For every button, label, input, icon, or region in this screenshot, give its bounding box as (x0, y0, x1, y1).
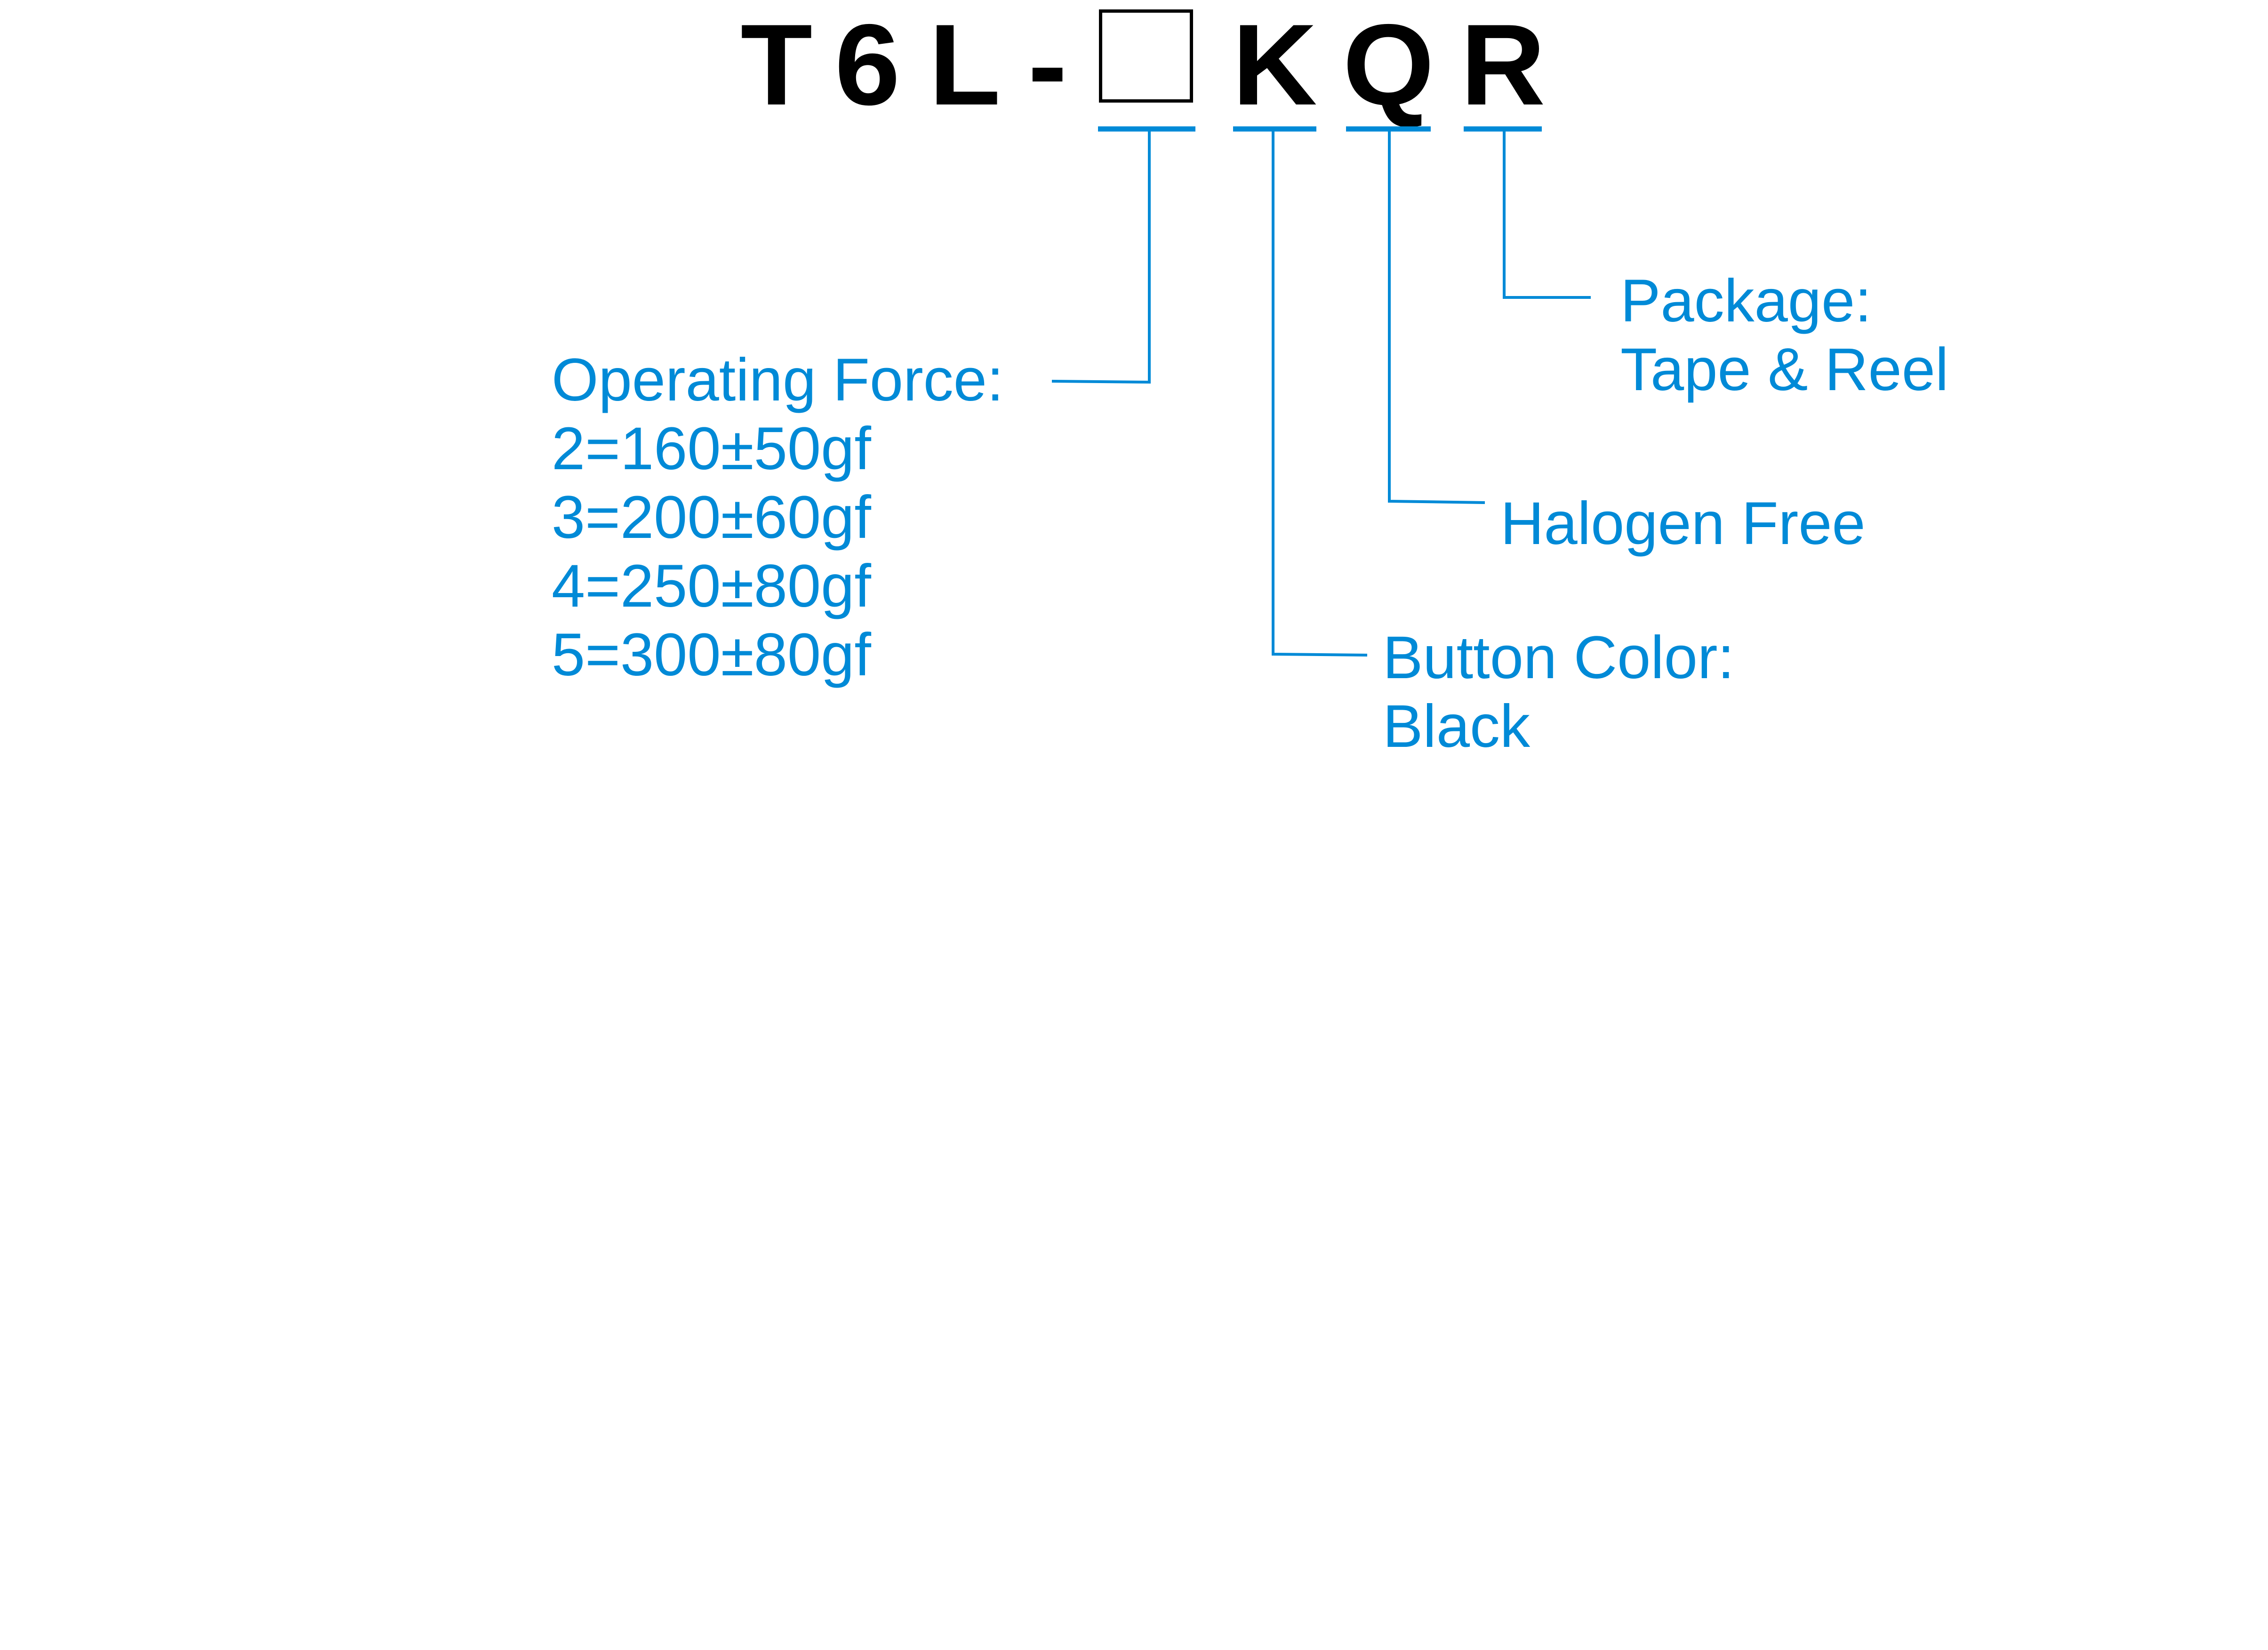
code-char-r: R (1460, 0, 1546, 129)
halogen-title: Halogen Free (1500, 490, 1866, 557)
halogen-free-label: Halogen Free (1500, 489, 1866, 558)
operating-force-title: Operating Force: (552, 346, 1004, 414)
operating-force-slot-box (1099, 9, 1193, 103)
package-value: Tape & Reel (1620, 336, 1949, 403)
package-label: Package: Tape & Reel (1620, 267, 1948, 404)
operating-force-option: 3=200±60gf (552, 484, 871, 551)
leader-operating-force (1051, 129, 1151, 384)
part-number-code: T 6 L - K Q R (0, 0, 2268, 122)
operating-force-option: 2=160±50gf (552, 415, 871, 482)
code-char-6: 6 (834, 0, 900, 129)
code-char-dash: - (1028, 0, 1067, 129)
operating-force-option: 4=250±80gf (552, 553, 871, 620)
button-color-title: Button Color: (1383, 624, 1735, 691)
leader-halogen (1388, 129, 1485, 504)
code-char-t: T (740, 0, 813, 129)
button-color-label: Button Color: Black (1383, 624, 1734, 761)
operating-force-label: Operating Force: 2=160±50gf 3=200±60gf 4… (552, 346, 1003, 689)
button-color-value: Black (1383, 693, 1530, 760)
leader-button-color (1272, 129, 1368, 657)
code-char-q: Q (1343, 0, 1435, 129)
package-title: Package: (1620, 267, 1872, 335)
operating-force-option: 5=300±80gf (552, 621, 871, 689)
leader-package (1503, 129, 1591, 299)
code-char-k: K (1232, 0, 1317, 129)
code-char-l: L (929, 0, 1001, 129)
